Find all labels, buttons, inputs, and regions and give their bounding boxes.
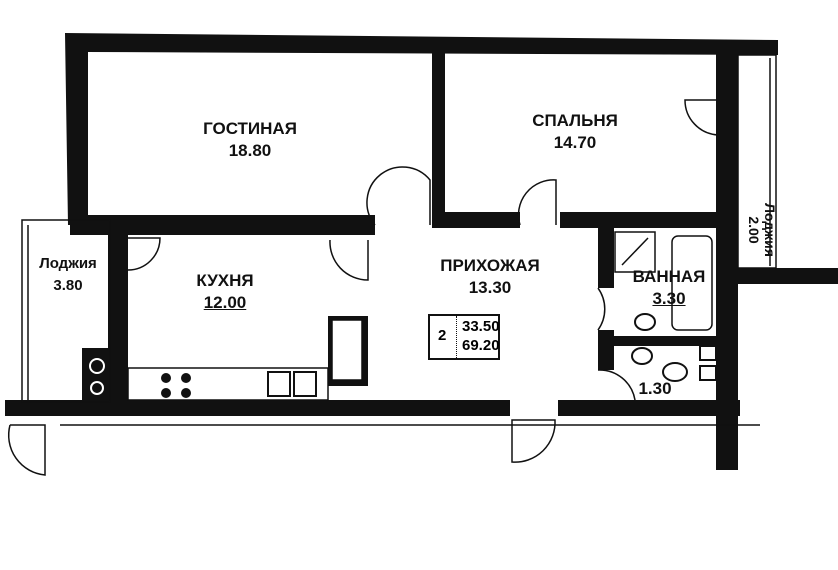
rooms-count: 2: [438, 327, 447, 344]
room-name: ПРИХОЖАЯ: [440, 256, 540, 275]
room-wc: 1.30: [630, 378, 680, 400]
room-area: 18.80: [228, 141, 272, 160]
thin-lines: [21, 54, 777, 426]
door-swings: [7, 99, 719, 476]
room-living: ГОСТИНАЯ 18.80: [180, 118, 320, 162]
room-name: Лоджия: [762, 203, 778, 257]
room-bedroom: СПАЛЬНЯ 14.70: [505, 110, 645, 154]
room-area: 2.00: [746, 216, 762, 244]
living-area: 33.50: [462, 318, 500, 335]
area-summary-box: 2 33.50 69.20: [428, 314, 500, 360]
bath-fixtures: [631, 313, 717, 382]
room-loggia-right: Лоджия 2.00: [746, 190, 778, 270]
room-hallway: ПРИХОЖАЯ 13.30: [420, 255, 560, 299]
room-name: Лоджия: [39, 255, 97, 272]
room-name: СПАЛЬНЯ: [532, 111, 618, 130]
kitchen-fixtures: [89, 358, 317, 398]
room-loggia-left: Лоджия 3.80: [28, 253, 108, 297]
total-area: 69.20: [462, 337, 500, 354]
room-area: 3.30: [652, 289, 686, 308]
walls: [5, 33, 838, 470]
room-area: 12.00: [203, 293, 247, 312]
room-kitchen: КУХНЯ 12.00: [170, 270, 280, 314]
room-name: ВАННАЯ: [632, 267, 706, 286]
room-name: ГОСТИНАЯ: [203, 119, 297, 138]
room-area: 1.30: [638, 379, 672, 398]
room-area: 14.70: [553, 133, 597, 152]
room-area: 3.80: [53, 277, 83, 294]
room-name: КУХНЯ: [196, 271, 254, 290]
room-area: 13.30: [468, 278, 512, 297]
room-bathroom: ВАННАЯ 3.30: [614, 266, 724, 310]
